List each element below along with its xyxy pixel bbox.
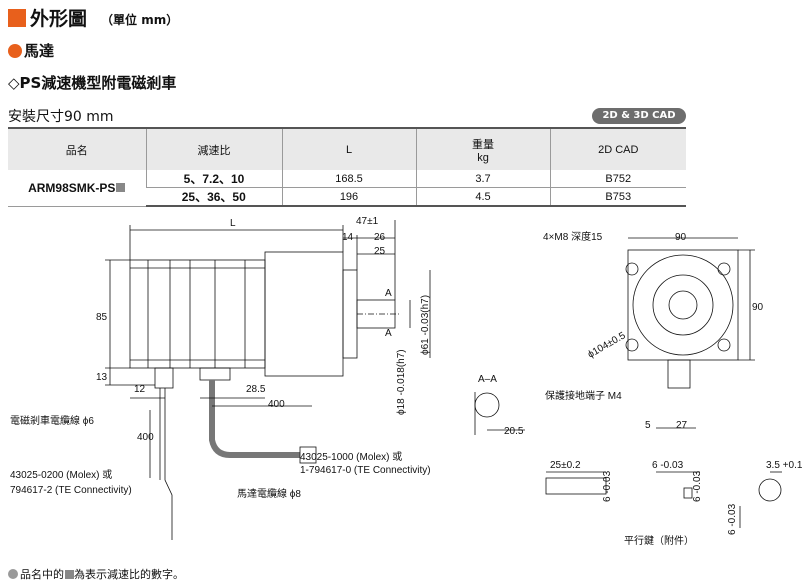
header-weight-unit: kg [477,151,489,164]
dim-20-5: 20.5 [504,426,524,437]
dim-47: 47±1 [356,216,379,227]
header-ratio: 減速比 [145,128,282,170]
section-AA-label: A–A [478,374,497,385]
key-caption: 平行鍵（附件） [624,534,694,547]
model-cell: ARM98SMK-PS [8,170,146,207]
page-heading: 外形圖 （單位 mm） [8,4,178,31]
header-name: 品名 [65,144,88,157]
dim-27: 27 [676,420,688,431]
screw-label: 4×M8 深度15 [543,230,603,243]
ratio-cell: 5、7.2、10 [145,170,282,188]
type-heading: ◇PS減速機型附電磁剎車 [8,74,177,92]
front-flange [627,249,739,361]
dim-85: 85 [96,312,108,323]
dim-400-brake: 400 [137,432,154,443]
model-name: ARM98SMK-PS [28,180,116,195]
dim-90-top: 90 [675,232,687,243]
brake-cable [164,388,173,540]
dim-12: 12 [134,384,146,395]
cad-cell[interactable]: B752 [549,170,686,188]
section-A-top: A [385,288,392,299]
L-cell: 196 [281,187,416,207]
motor-label: 馬達 [24,42,55,60]
connector1-line-a: 43025-0200 (Molex) 或 [10,469,112,481]
key-dim-6a: 6 -0.03 [602,470,613,502]
dim-5: 5 [645,420,651,431]
placeholder-square-icon [116,182,126,192]
table-row: ARM98SMK-PS 5、7.2、10 168.5 3.7 B752 [8,170,686,207]
footnote-tail: 為表示減速比的數字。 [74,568,184,581]
shaft-circle [668,290,698,320]
dim-28-5: 28.5 [246,384,266,395]
table-row: 25、36、50 196 4.5 B753 [8,187,686,207]
footnote-dot-icon [8,569,18,579]
section-circle [474,392,500,418]
heading-square-icon [8,8,26,27]
dim-phi104: ϕ104±0.5 [586,330,628,361]
key-dim-25: 25±0.2 [550,460,581,471]
key-dim-6d: 6 -0.03 [727,503,738,535]
ground-label: 保護接地端子 M4 [545,389,622,402]
section-A-bottom: A [385,328,392,339]
key-dim-6b: 6 -0.03 [652,460,684,471]
footnote-text: 品名中的 [20,568,64,581]
cad-badge[interactable]: 2D & 3D CAD [592,108,686,124]
ratio-cell: 25、36、50 [146,187,282,207]
motor-cable-label: 馬達電纜線 ϕ8 [237,487,301,500]
gearbox [264,251,344,377]
dim-25: 25 [374,246,386,257]
dim-L: L [230,218,236,229]
connector2-line-a: 43025-1000 (Molex) 或 [300,451,402,463]
weight-cell: 3.7 [415,170,550,188]
page-title: 外形圖 [30,8,88,30]
bullet-dot-icon [8,43,22,58]
pilot-circle [632,254,734,356]
dim-phi61: ϕ61 -0.03(h7) [420,295,431,355]
header-cad: 2D CAD [549,128,686,170]
connector1-line-b: 794617-2 (TE Connectivity) [10,485,132,496]
motor-section-heading: 馬達 [8,40,54,61]
placeholder-square-icon [65,569,74,579]
dim-26: 26 [374,232,386,243]
key-dim-3-5: 3.5 +0.1 [766,460,803,471]
dim-400-motor: 400 [268,399,285,410]
key-dim-6c: 6 -0.03 [692,470,703,502]
unit-label: （單位 mm） [101,12,179,27]
motor-cable [209,380,300,458]
dimension-drawing: L 47±1 14 26 25 85 13 12 28.5 400 400 ϕ6… [10,216,803,547]
header-weight-label: 重量 [472,138,494,151]
size-heading: 安裝尺寸90 mm [8,109,114,125]
weight-cell: 4.5 [415,187,550,207]
L-cell: 168.5 [281,170,416,188]
dim-14: 14 [342,232,354,243]
dim-90-side: 90 [752,302,764,313]
dim-13: 13 [96,372,108,383]
brake-cable-label: 電磁剎車電纜線 ϕ6 [10,414,94,427]
dim-phi18: ϕ18 -0.018(h7) [396,349,407,415]
footnote: 品名中的 為表示減速比的數字。 [8,566,184,582]
cad-cell[interactable]: B753 [549,187,686,207]
header-L: L [281,128,416,170]
connector2-line-b: 1-794617-0 (TE Connectivity) [300,465,431,476]
